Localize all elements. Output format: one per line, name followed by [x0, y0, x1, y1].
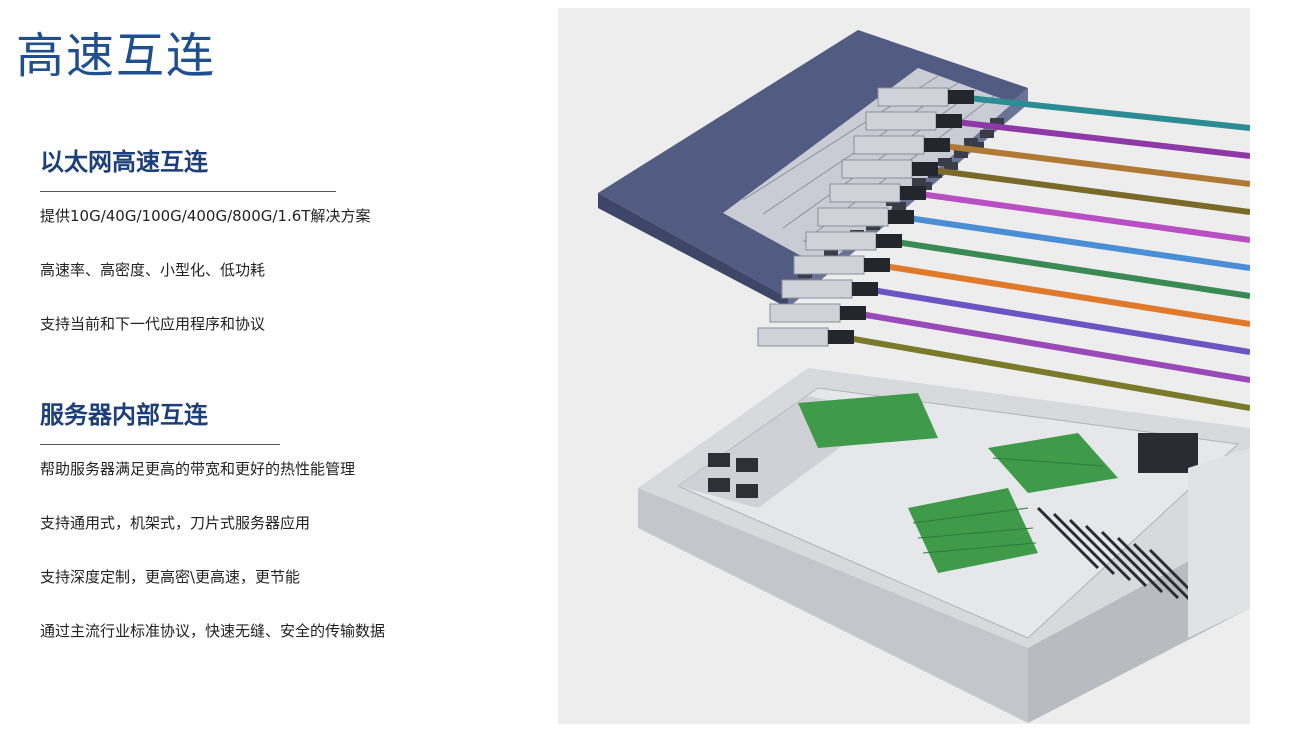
transceiver-plug: [853, 135, 925, 155]
transceiver-plug: [757, 327, 829, 347]
dac-cable-assembly-image: [757, 87, 1250, 411]
cable-strand: [895, 239, 1250, 299]
bullet-list: 帮助服务器满足更高的带宽和更好的热性能管理 支持通用式，机架式，刀片式服务器应用…: [40, 458, 385, 674]
list-item: 通过主流行业标准协议，快速无缝、安全的传输数据: [40, 621, 386, 640]
switch-port: [990, 118, 1004, 126]
cable-strand: [955, 119, 1250, 159]
transceiver-plug: [793, 255, 865, 275]
section-heading-ethernet: 以太网高速互连: [40, 148, 208, 176]
list-item: 提供10G/40G/100G/400G/800G/1.6T解决方案: [40, 206, 371, 225]
cable-strand: [907, 215, 1250, 271]
list-item: 支持通用式，机架式，刀片式服务器应用: [40, 513, 311, 532]
bullet-list: 提供10G/40G/100G/400G/800G/1.6T解决方案 高速率、高密…: [40, 205, 370, 367]
switch-port: [892, 202, 906, 210]
list-item: 支持深度定制，更高密\更高速，更节能: [40, 567, 301, 586]
cable-strand: [967, 95, 1250, 131]
product-photo: [558, 8, 1250, 724]
switch-port: [944, 162, 958, 170]
transceiver-plug: [769, 303, 841, 323]
server-cable: [1132, 542, 1196, 606]
server-cable: [1116, 536, 1180, 600]
page-title: 高速互连: [16, 28, 217, 84]
server-cable: [1068, 518, 1132, 582]
transceiver-plug: [781, 279, 853, 299]
cable-strand: [919, 191, 1250, 243]
cable-boot: [888, 210, 914, 224]
section-ethernet: 以太网高速互连 提供10G/40G/100G/400G/800G/1.6T解决方…: [40, 148, 370, 367]
server-cable: [1052, 512, 1116, 576]
section-divider: [40, 190, 336, 192]
cable-boot: [912, 162, 938, 176]
product-illustration: [598, 30, 1250, 723]
server-cable: [1036, 506, 1100, 570]
cable-boot: [852, 282, 878, 296]
cable-strand: [883, 263, 1250, 327]
cable-strand: [871, 287, 1250, 355]
switch-port: [980, 130, 994, 138]
section-server: 服务器内部互连 帮助服务器满足更高的带宽和更好的热性能管理 支持通用式，机架式，…: [40, 401, 385, 674]
cable-strand: [943, 143, 1250, 187]
list-item: 支持当前和下一代应用程序和协议: [40, 314, 266, 333]
list-item: 高速率、高密度、小型化、低功耗: [40, 260, 266, 279]
cable-boot: [828, 330, 854, 344]
cable-boot: [840, 306, 866, 320]
transceiver-plug: [841, 159, 913, 179]
cable-strand: [847, 335, 1250, 411]
cable-boot: [924, 138, 950, 152]
section-heading-server: 服务器内部互连: [40, 401, 208, 429]
transceiver-plug: [877, 87, 949, 107]
switch-port: [970, 142, 984, 150]
switch-port: [954, 150, 968, 158]
transceiver-plug: [829, 183, 901, 203]
server-chassis-image: [638, 368, 1250, 723]
cable-strand: [931, 167, 1250, 215]
server-cable: [1100, 530, 1164, 594]
cable-boot: [936, 114, 962, 128]
cable-boot: [948, 90, 974, 104]
cable-strand: [859, 311, 1250, 383]
cable-boot: [900, 186, 926, 200]
transceiver-plug: [817, 207, 889, 227]
list-item: 帮助服务器满足更高的带宽和更好的热性能管理: [40, 459, 356, 478]
cable-boot: [876, 234, 902, 248]
switch-port: [824, 250, 838, 258]
server-cable: [1084, 524, 1148, 588]
transceiver-plug: [805, 231, 877, 251]
transceiver-plug: [865, 111, 937, 131]
cable-boot: [864, 258, 890, 272]
section-divider: [40, 443, 280, 445]
